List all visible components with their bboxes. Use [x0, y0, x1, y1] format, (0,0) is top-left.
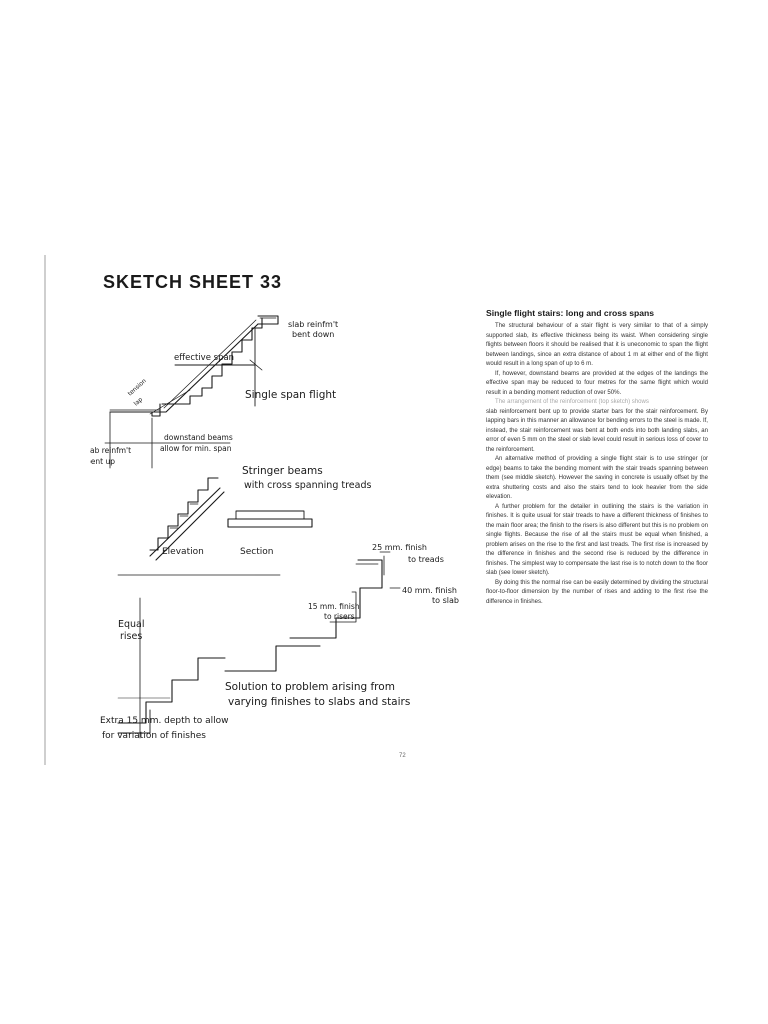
label-downstand-beams-1: downstand beams	[164, 433, 233, 442]
label-equal-rises-1: Equal	[118, 619, 145, 630]
equal-rises-sketch	[117, 597, 321, 739]
label-finish-risers-1: 15 mm. finish	[308, 602, 360, 611]
label-solution-1: Solution to problem arising from	[225, 681, 395, 693]
label-slab-reinf-bent-up-2: bent up	[90, 457, 115, 466]
label-section: Section	[240, 547, 273, 557]
stair-sketch-drawings: slab reinfm't bent down effective span t…	[90, 315, 459, 741]
label-finish-slab-2: to slab	[432, 596, 459, 605]
label-stringer-beams-2: with cross spanning treads	[244, 480, 371, 491]
label-equal-rises-2: rises	[120, 631, 142, 642]
label-finish-treads-1: 25 mm. finish	[372, 543, 427, 552]
label-downstand-beams-2: allow for min. span	[160, 444, 232, 453]
label-slab-reinf-bent-down-1: slab reinfm't	[288, 320, 338, 329]
article-paragraph: A further problem for the detailer in ou…	[486, 503, 708, 577]
label-single-span-flight: Single span flight	[245, 389, 336, 401]
article-paragraph: The structural behaviour of a stair flig…	[486, 323, 708, 367]
label-extra-depth-1: Extra 15 mm. depth to allow	[100, 716, 229, 726]
article-paragraph: If, however, downstand beams are provide…	[486, 370, 708, 396]
sketch-sheet-title: SKETCH SHEET 33	[103, 272, 283, 292]
article-paragraph: An alternative method of providing a sin…	[486, 456, 708, 500]
label-tension-lap-1: tension	[127, 377, 148, 397]
label-finish-slab-1: 40 mm. finish	[402, 586, 457, 595]
label-solution-2: varying finishes to slabs and stairs	[228, 696, 410, 708]
label-elevation: Elevation	[162, 547, 204, 557]
label-stringer-beams-1: Stringer beams	[242, 465, 323, 477]
label-slab-reinf-bent-up-1: slab reinfm't	[90, 446, 131, 455]
label-finish-risers-2: to risers	[324, 612, 355, 621]
article-heading: Single flight stairs: long and cross spa…	[486, 308, 655, 318]
label-effective-span: effective span	[174, 353, 234, 363]
scan-edge	[44, 255, 46, 765]
label-extra-depth-2: for variation of finishes	[102, 731, 206, 741]
article-paragraph: By doing this the normal rise can be eas…	[486, 579, 708, 605]
article-body: The structural behaviour of a stair flig…	[486, 322, 708, 607]
article-paragraph: slab reinforcement bent up to provide st…	[486, 408, 708, 453]
stringer-beam-sketch	[117, 477, 401, 639]
label-tension-lap-2: lap	[133, 396, 145, 407]
label-finish-treads-2: to treads	[408, 555, 444, 564]
article-paragraph: The arrangement of the reinforcement (to…	[495, 399, 649, 405]
page-number: 72	[399, 753, 406, 759]
label-slab-reinf-bent-down-2: bent down	[292, 330, 334, 339]
single-span-flight-sketch	[104, 315, 279, 469]
